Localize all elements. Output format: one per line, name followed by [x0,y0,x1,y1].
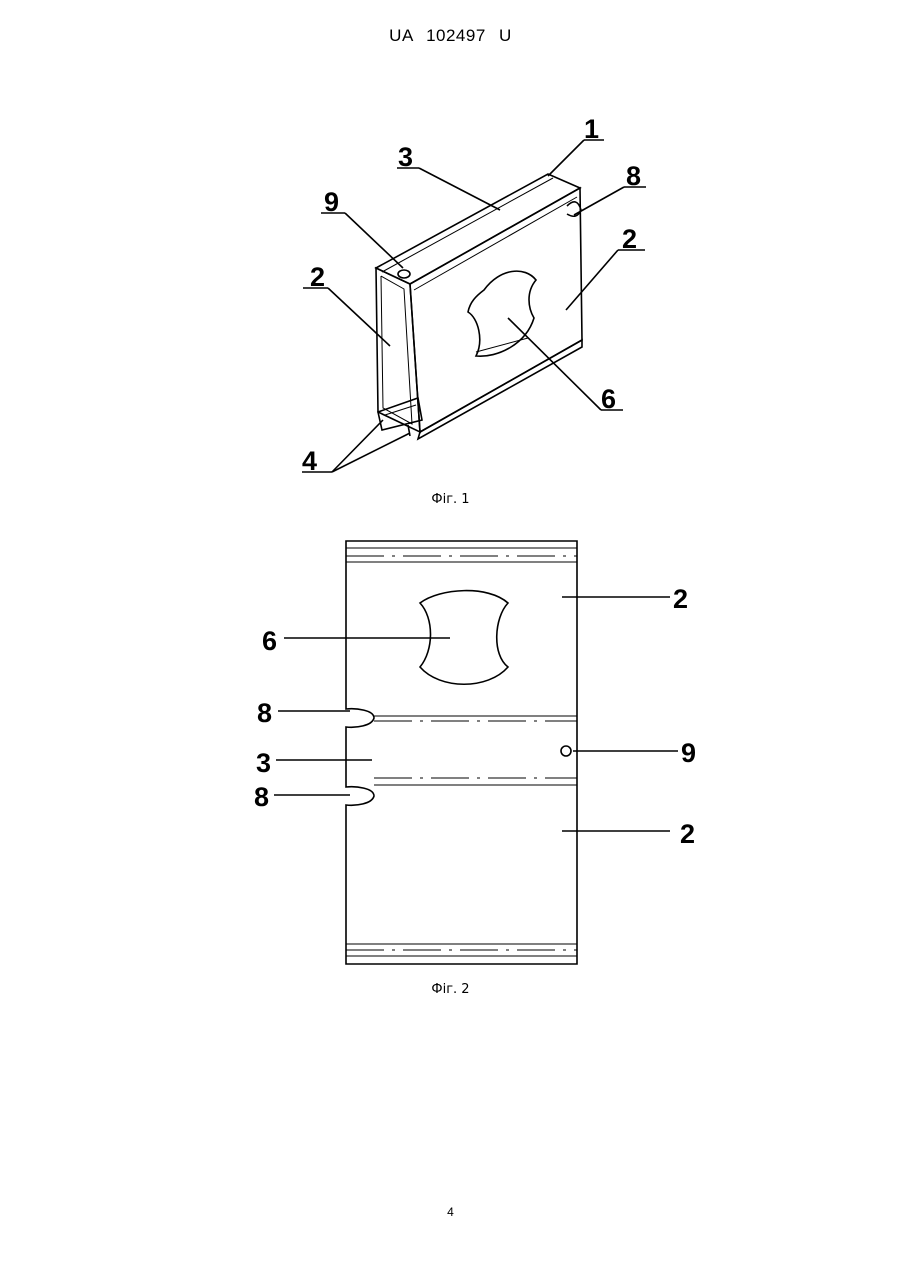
fig2-label-2-top: 2 [673,584,688,614]
page-number: 4 [0,1205,901,1219]
figure-1-labels: 1 3 8 9 2 2 6 4 [302,114,641,476]
figure-1-drawing [376,174,582,439]
hole-9-fig1 [398,270,410,278]
figure-2-caption: Фіг. 2 [0,982,901,997]
fig2-label-8-top: 8 [257,698,272,728]
fig2-label-2-bottom: 2 [680,819,695,849]
fig1-label-6: 6 [601,384,616,414]
fig1-label-4: 4 [302,446,317,476]
fig2-label-9: 9 [681,738,696,768]
figure-2-drawing [346,541,577,964]
opening-6-fig1 [468,271,536,356]
figure-1-caption: Фіг. 1 [0,492,901,507]
blank-outline [346,541,577,964]
fig2-label-3: 3 [256,748,271,778]
top-plate [376,174,580,284]
hole-9-fig2 [561,746,571,756]
fig1-label-9: 9 [324,187,339,217]
fig2-label-6: 6 [262,626,277,656]
figure-2-leaders [274,597,678,831]
fig1-label-3: 3 [398,142,413,172]
fig1-label-2-left: 2 [310,262,325,292]
fig1-label-8: 8 [626,161,641,191]
fig2-label-8-bottom: 8 [254,782,269,812]
figure-1-leaders [302,140,646,472]
fig1-label-2-right: 2 [622,224,637,254]
fig1-label-1: 1 [584,114,599,144]
bottom-flange [378,398,422,430]
